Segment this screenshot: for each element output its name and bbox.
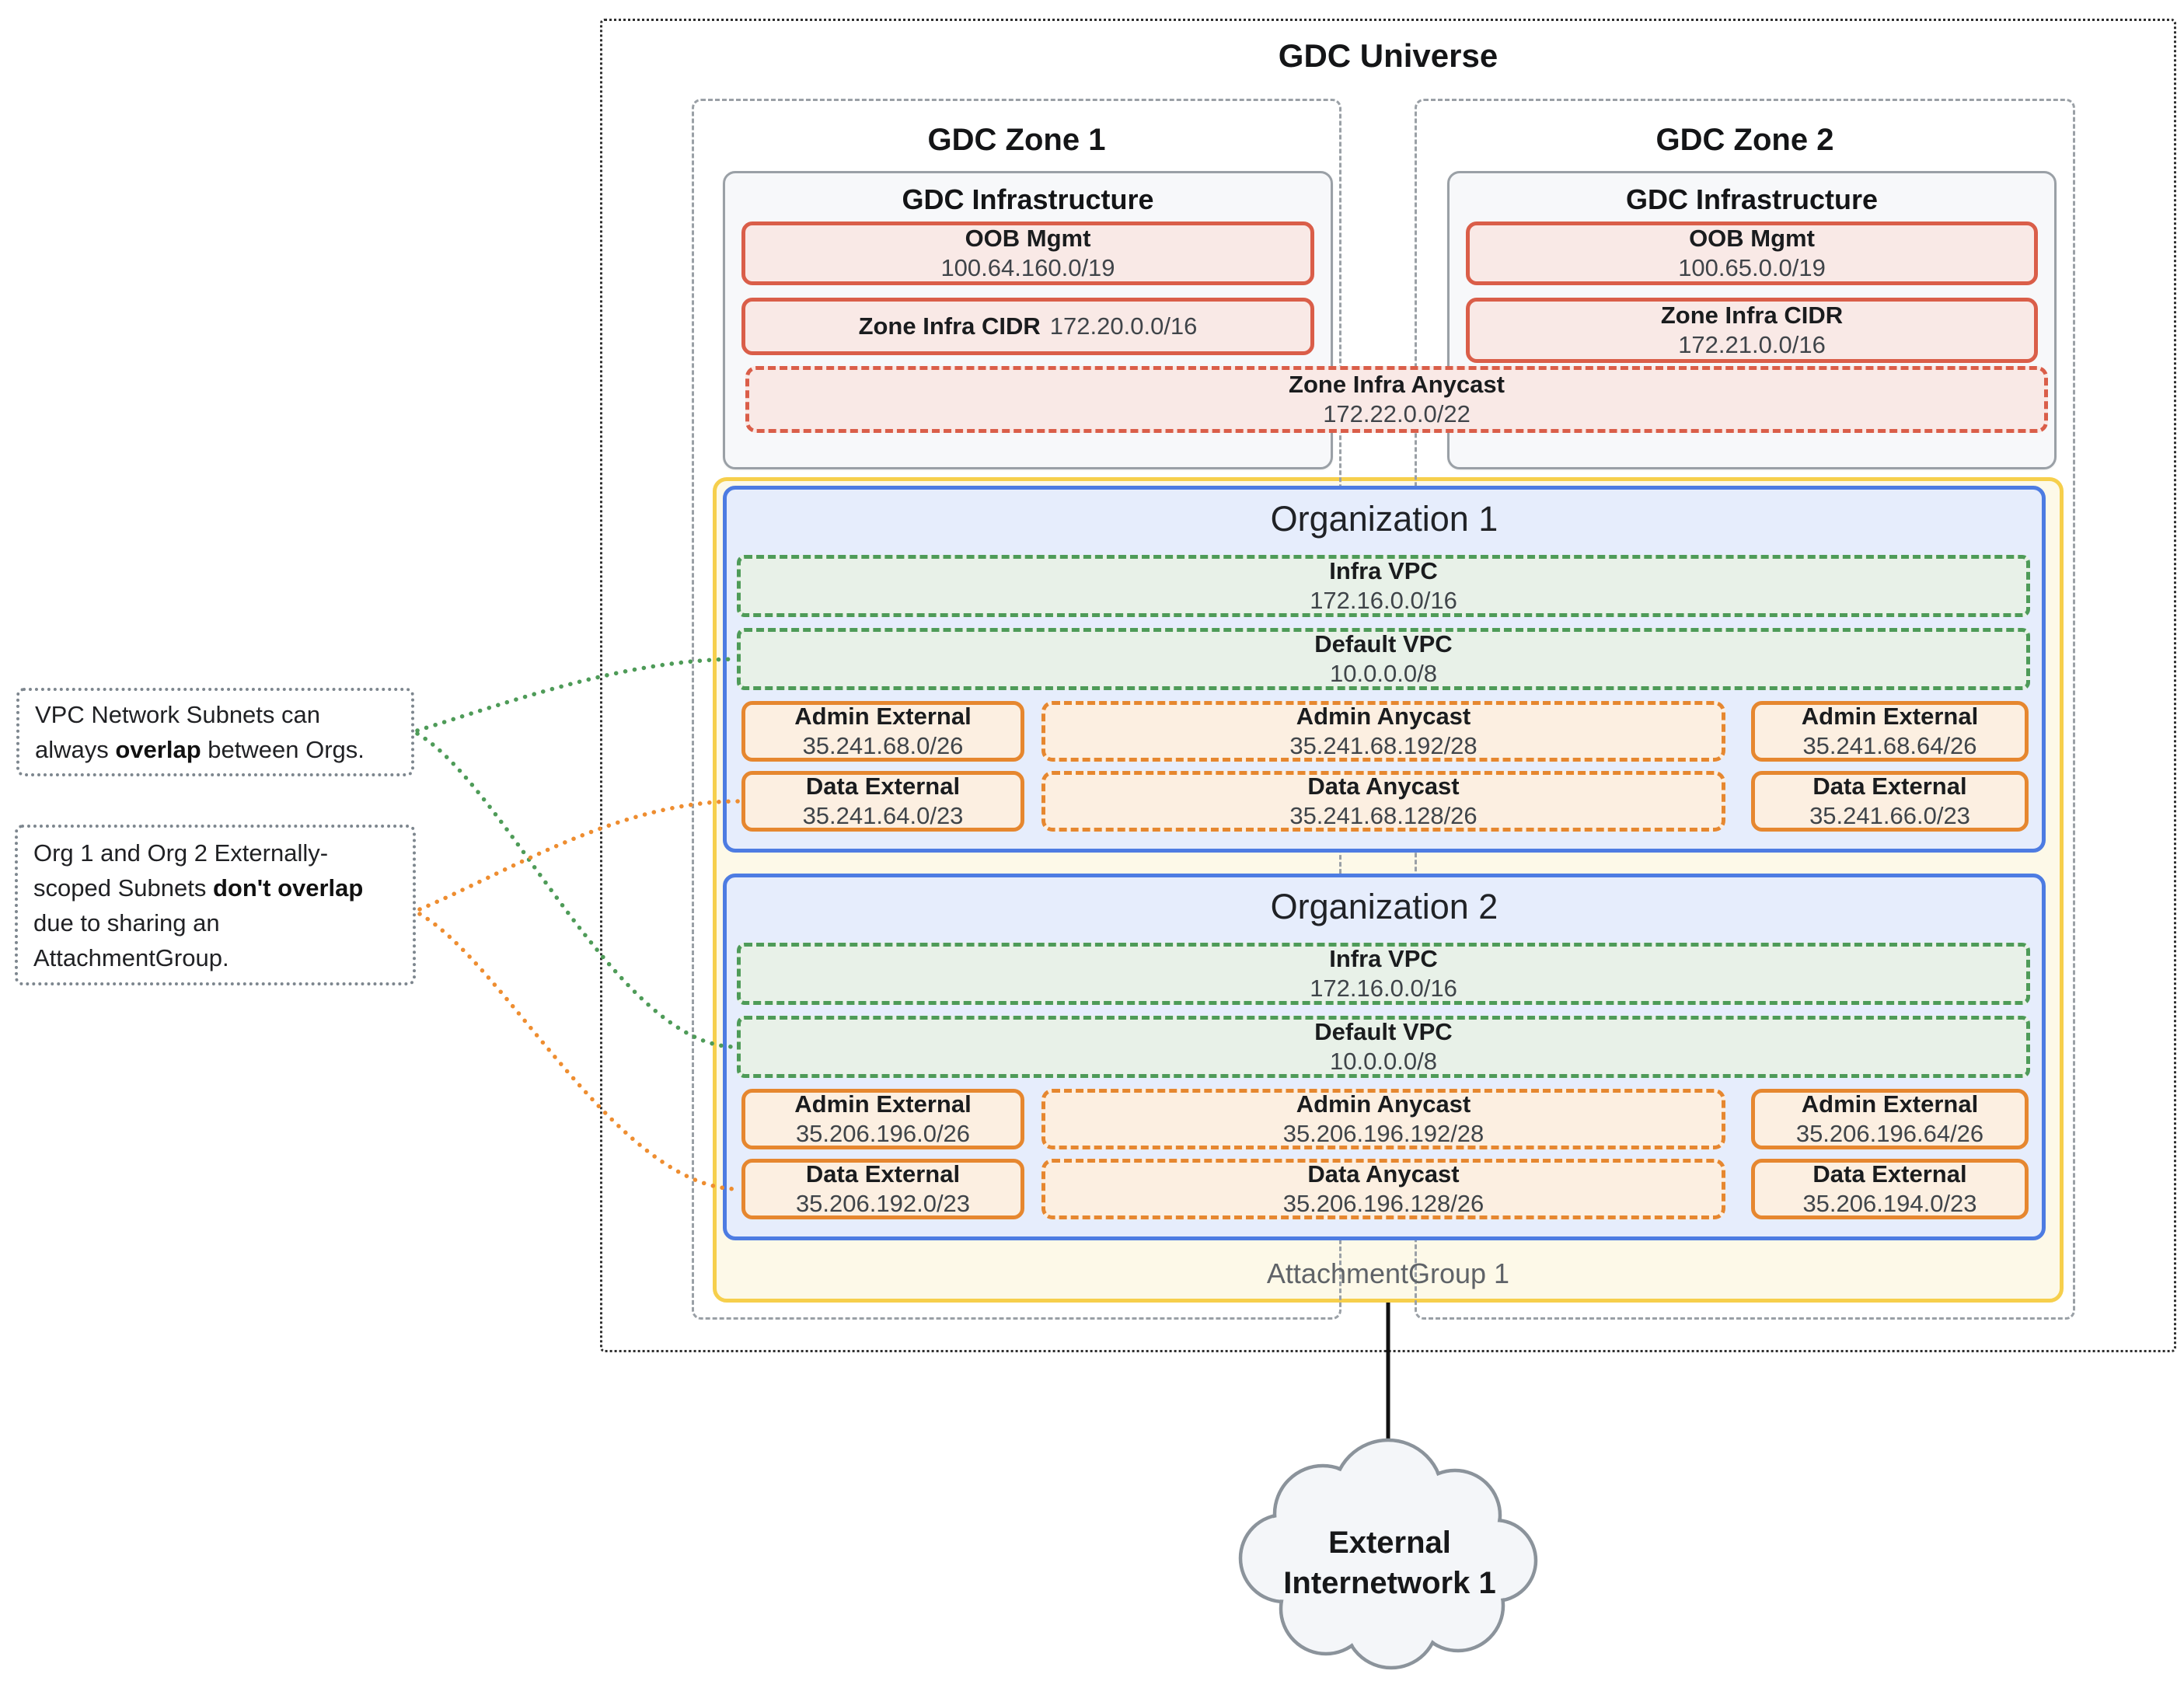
gdc-universe-title: GDC Universe (1278, 37, 1498, 74)
zone1-oob-mgmt-box: OOB Mgmt 100.64.160.0/19 (741, 221, 1314, 285)
zone2-oob-cidr: 100.65.0.0/19 (1678, 254, 1826, 281)
attachment-group-label: AttachmentGroup 1 (1266, 1257, 1510, 1289)
org2-infra-vpc-label: Infra VPC (1329, 945, 1438, 972)
org1-default-vpc-box: Default VPC 10.0.0.0/8 (737, 628, 2030, 690)
subnet-label: Admin External (1801, 1090, 1979, 1118)
zone2-infrastructure-title: GDC Infrastructure (1625, 183, 1879, 215)
org2-admin-anycast-box: Admin Anycast 35.206.196.192/28 (1041, 1089, 1725, 1149)
subnet-cidr: 35.206.196.0/26 (795, 1120, 971, 1147)
org1-infra-vpc-cidr: 172.16.0.0/16 (1310, 587, 1457, 614)
org2-admin-external-left-box: Admin External 35.206.196.0/26 (741, 1089, 1024, 1149)
annotation-text-segment: Org 1 and Org 2 Externally-scoped Subnet… (33, 839, 329, 902)
gdc-zone-2-title: GDC Zone 2 (1655, 123, 1834, 157)
zone1-infra-cidr-box: Zone Infra CIDR 172.20.0.0/16 (741, 298, 1314, 355)
subnet-cidr: 35.241.66.0/23 (1809, 802, 1970, 829)
subnet-label: Admin External (1801, 703, 1979, 730)
annotation-no-overlap-note: Org 1 and Org 2 Externally-scoped Subnet… (15, 825, 416, 985)
zone1-infra-cidr-value: 172.20.0.0/16 (1049, 312, 1198, 340)
subnet-label: Data External (805, 773, 961, 800)
annotation-bold-segment: overlap (115, 736, 201, 763)
subnet-cidr: 35.206.194.0/23 (1802, 1190, 1977, 1217)
annotation-text-segment: due to sharing an AttachmentGroup. (33, 909, 229, 971)
zone1-oob-label: OOB Mgmt (965, 225, 1091, 252)
org2-data-external-left-box: Data External 35.206.192.0/23 (741, 1159, 1024, 1219)
subnet-label: Admin Anycast (1296, 703, 1471, 730)
org1-default-vpc-label: Default VPC (1314, 630, 1453, 657)
subnet-cidr: 35.206.192.0/23 (795, 1190, 971, 1217)
subnet-cidr: 35.206.196.192/28 (1282, 1120, 1484, 1147)
annotation-text-segment: VPC Network Subnets can always (35, 701, 321, 763)
zone2-infra-cidr-label: Zone Infra CIDR (1660, 302, 1844, 329)
org1-infra-vpc-box: Infra VPC 172.16.0.0/16 (737, 555, 2030, 617)
org1-data-anycast-box: Data Anycast 35.241.68.128/26 (1041, 771, 1725, 832)
org2-default-vpc-label: Default VPC (1314, 1018, 1453, 1045)
subnet-label: Data External (1812, 1160, 1967, 1188)
org2-default-vpc-box: Default VPC 10.0.0.0/8 (737, 1016, 2030, 1078)
zone-infra-anycast-label: Zone Infra Anycast (1289, 371, 1505, 398)
org2-data-external-right-box: Data External 35.206.194.0/23 (1751, 1159, 2029, 1219)
zone1-infra-cidr-label: Zone Infra CIDR (858, 312, 1041, 340)
subnet-label: Data Anycast (1307, 773, 1460, 800)
zone2-infra-cidr-box: Zone Infra CIDR 172.21.0.0/16 (1466, 298, 2038, 363)
org2-infra-vpc-box: Infra VPC 172.16.0.0/16 (737, 943, 2030, 1005)
subnet-label: Data External (805, 1160, 961, 1188)
annotation-bold-segment: don't overlap (212, 874, 364, 902)
organization-2-title: Organization 2 (1270, 887, 1498, 926)
zone1-infrastructure-title: GDC Infrastructure (902, 183, 1154, 215)
subnet-cidr: 35.206.196.128/26 (1282, 1190, 1484, 1217)
org1-default-vpc-cidr: 10.0.0.0/8 (1330, 660, 1437, 687)
zone2-infra-cidr-value: 172.21.0.0/16 (1678, 331, 1826, 358)
gdc-zone-1-title: GDC Zone 1 (927, 123, 1106, 157)
subnet-cidr: 35.241.68.0/26 (802, 732, 964, 759)
subnet-cidr: 35.241.68.64/26 (1802, 732, 1977, 759)
org1-infra-vpc-label: Infra VPC (1329, 557, 1438, 584)
subnet-cidr: 35.241.68.192/28 (1289, 732, 1478, 759)
zone-infra-anycast-cidr: 172.22.0.0/22 (1323, 400, 1471, 427)
org2-data-anycast-box: Data Anycast 35.206.196.128/26 (1041, 1159, 1725, 1219)
zone1-oob-cidr: 100.64.160.0/19 (940, 254, 1115, 281)
subnet-label: Admin External (794, 1090, 972, 1118)
organization-1-title: Organization 1 (1270, 499, 1498, 539)
org2-default-vpc-cidr: 10.0.0.0/8 (1330, 1048, 1437, 1075)
annotation-overlap-text: VPC Network Subnets can always overlap b… (35, 697, 396, 767)
subnet-label: Data External (1812, 773, 1967, 800)
subnet-label: Data Anycast (1307, 1160, 1460, 1188)
subnet-cidr: 35.206.196.64/26 (1795, 1120, 1984, 1147)
subnet-cidr: 35.241.68.128/26 (1289, 802, 1478, 829)
org1-admin-external-left-box: Admin External 35.241.68.0/26 (741, 701, 1024, 762)
cloud-icon: External Internetwork 1 (1238, 1438, 1538, 1670)
org2-admin-external-right-box: Admin External 35.206.196.64/26 (1751, 1089, 2029, 1149)
zone-infra-anycast-box: Zone Infra Anycast 172.22.0.0/22 (745, 366, 2048, 433)
annotation-text-segment: between Orgs. (201, 736, 365, 763)
subnet-cidr: 35.241.64.0/23 (802, 802, 964, 829)
subnet-label: Admin Anycast (1296, 1090, 1471, 1118)
org1-admin-external-right-box: Admin External 35.241.68.64/26 (1751, 701, 2029, 762)
external-internetwork-label-line1: External (1328, 1526, 1451, 1560)
org1-data-external-left-box: Data External 35.241.64.0/23 (741, 771, 1024, 832)
zone2-oob-mgmt-box: OOB Mgmt 100.65.0.0/19 (1466, 221, 2038, 285)
annotation-overlap-note: VPC Network Subnets can always overlap b… (16, 688, 414, 776)
org1-data-external-right-box: Data External 35.241.66.0/23 (1751, 771, 2029, 832)
zone2-oob-label: OOB Mgmt (1689, 225, 1815, 252)
org2-infra-vpc-cidr: 172.16.0.0/16 (1310, 975, 1457, 1002)
annotation-no-overlap-text: Org 1 and Org 2 Externally-scoped Subnet… (33, 835, 397, 975)
org1-admin-anycast-box: Admin Anycast 35.241.68.192/28 (1041, 701, 1725, 762)
external-internetwork-label-line2: Internetwork 1 (1283, 1566, 1495, 1600)
subnet-label: Admin External (794, 703, 972, 730)
